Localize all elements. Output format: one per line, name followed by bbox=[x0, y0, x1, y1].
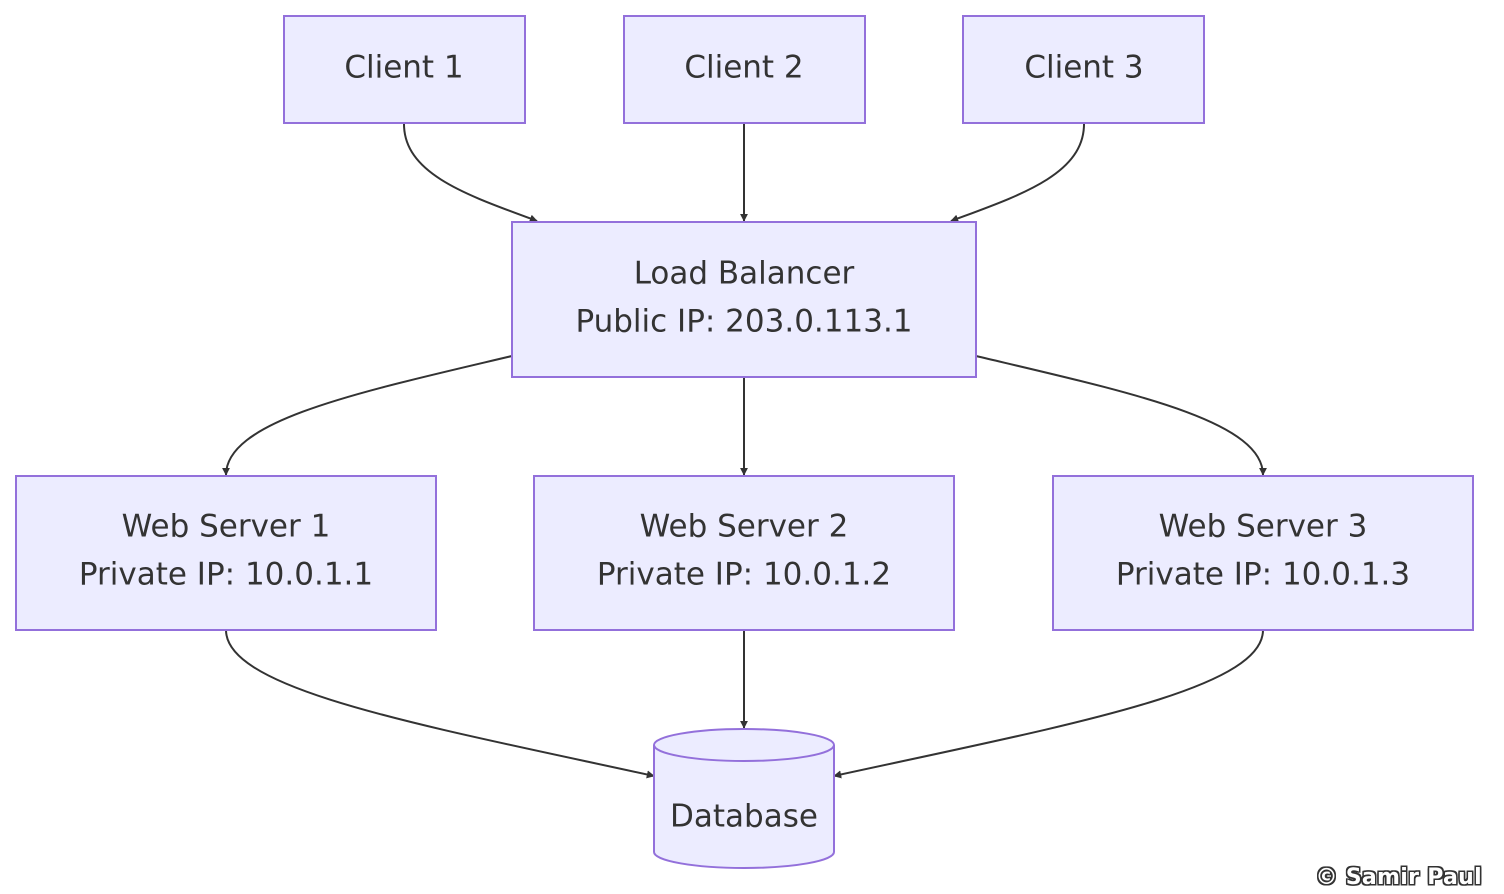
database-label: Database bbox=[670, 799, 818, 835]
edge-client3-to-load-balancer bbox=[950, 123, 1085, 223]
client-3-label: Client 3 bbox=[1024, 50, 1143, 86]
edge-web1-to-database bbox=[225, 629, 655, 779]
load-balancer-node: Load Balancer Public IP: 203.0.113.1 bbox=[511, 221, 977, 378]
client-3-node: Client 3 bbox=[962, 15, 1205, 124]
edge-load-balancer-to-web1 bbox=[222, 355, 513, 476]
web-server-3-title: Web Server 3 bbox=[1159, 509, 1368, 545]
edge-client1-to-load-balancer bbox=[403, 123, 538, 223]
web-server-2-title: Web Server 2 bbox=[640, 509, 849, 545]
client-1-node: Client 1 bbox=[283, 15, 526, 124]
load-balancer-ip: Public IP: 203.0.113.1 bbox=[575, 304, 912, 340]
edge-web3-to-database bbox=[833, 629, 1264, 779]
edge-load-balancer-to-web3 bbox=[975, 355, 1267, 476]
client-2-label: Client 2 bbox=[684, 50, 803, 86]
web-server-2-node: Web Server 2 Private IP: 10.0.1.2 bbox=[533, 475, 955, 631]
load-balancer-title: Load Balancer bbox=[634, 256, 855, 292]
web-server-1-title: Web Server 1 bbox=[122, 509, 331, 545]
web-server-1-node: Web Server 1 Private IP: 10.0.1.1 bbox=[15, 475, 437, 631]
client-1-label: Client 1 bbox=[344, 50, 463, 86]
web-server-3-node: Web Server 3 Private IP: 10.0.1.3 bbox=[1052, 475, 1474, 631]
web-server-3-ip: Private IP: 10.0.1.3 bbox=[1116, 557, 1410, 593]
database-cylinder-icon bbox=[653, 728, 835, 869]
database-node: Database bbox=[653, 728, 835, 869]
web-server-2-ip: Private IP: 10.0.1.2 bbox=[597, 557, 891, 593]
web-server-1-ip: Private IP: 10.0.1.1 bbox=[79, 557, 373, 593]
database-cylinder-rim bbox=[653, 744, 835, 762]
copyright-credit: © Samir Paul bbox=[1315, 865, 1482, 890]
client-2-node: Client 2 bbox=[623, 15, 866, 124]
